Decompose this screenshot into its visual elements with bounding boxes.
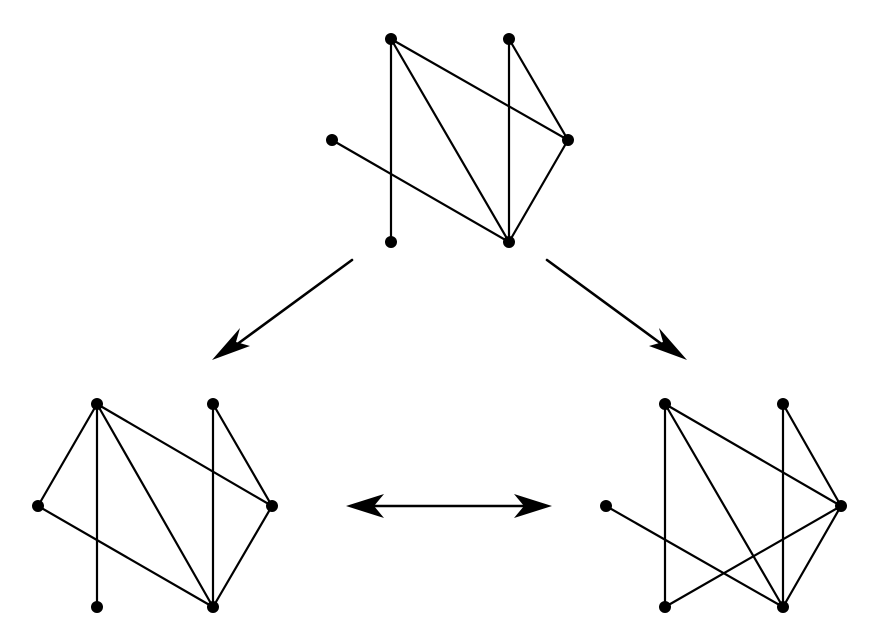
bottom-right-graph-node-0	[659, 398, 671, 410]
bottom-left-graph-node-4	[91, 601, 103, 613]
arrow-top-to-left	[212, 258, 354, 360]
bottom-right-graph-edge-1	[663, 402, 785, 609]
arrow-left-right	[346, 494, 552, 518]
arrow-left-right-head-left	[346, 494, 384, 518]
top-graph-node-5	[503, 236, 515, 248]
top-graph-node-2	[326, 134, 338, 146]
arrow-left-right-head-right	[514, 494, 552, 518]
bottom-left-graph-node-0	[91, 398, 103, 410]
arrow-top-to-right-head	[649, 328, 687, 360]
bottom-left-graph-edge-2	[95, 402, 215, 609]
arrow-top-to-left-shaft	[230, 258, 354, 350]
arrow-top-to-right	[545, 258, 687, 360]
bottom-left-graph-node-1	[207, 398, 219, 410]
bottom-right-graph-edge-2	[663, 402, 843, 508]
bottom-right-graph-node-3	[835, 500, 847, 512]
bottom-left-graph-edge-3	[95, 402, 274, 508]
bottom-left-graph-node-3	[266, 500, 278, 512]
top-graph-edge-1	[389, 37, 511, 244]
top-graph	[326, 33, 574, 248]
bottom-right-graph-node-4	[659, 601, 671, 613]
bottom-left-graph-edge-5	[211, 402, 274, 508]
bottom-right-graph-node-2	[600, 500, 612, 512]
bottom-left-graph-node-5	[207, 601, 219, 613]
bottom-left-graph-node-2	[32, 500, 44, 512]
top-graph-edge-4	[507, 37, 570, 142]
arrow-top-to-left-head	[212, 328, 250, 360]
top-graph-edge-2	[389, 37, 570, 142]
bottom-left-graph-edge-0	[36, 402, 99, 508]
top-graph-edge-5	[330, 138, 511, 244]
bottom-right-graph-edge-5	[604, 504, 785, 609]
bottom-right-graph	[600, 398, 847, 613]
top-graph-node-3	[562, 134, 574, 146]
arrow-top-to-right-shaft	[545, 258, 669, 350]
top-graph-edge-6	[507, 138, 570, 244]
bottom-left-graph-edge-7	[211, 504, 274, 609]
top-graph-node-4	[385, 236, 397, 248]
top-graph-node-0	[385, 33, 397, 45]
top-graph-node-1	[503, 33, 515, 45]
bottom-right-graph-edge-6	[663, 504, 843, 609]
bottom-left-graph-edge-6	[36, 504, 215, 609]
bottom-right-graph-node-5	[777, 601, 789, 613]
bottom-left-graph	[32, 398, 278, 613]
bottom-right-graph-edge-4	[781, 402, 843, 508]
bottom-right-graph-node-1	[777, 398, 789, 410]
bottom-right-graph-edge-7	[781, 504, 843, 609]
